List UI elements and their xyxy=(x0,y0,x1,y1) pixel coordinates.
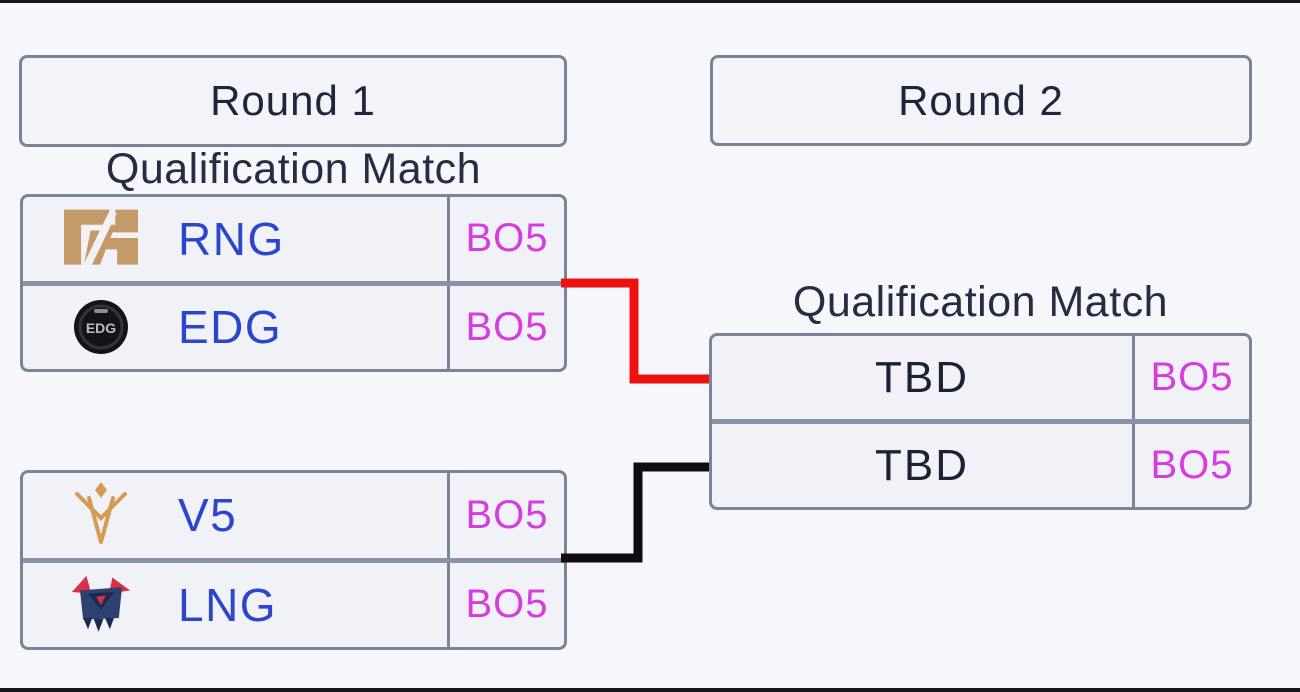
qualification-match-text: Qualification Match xyxy=(105,144,482,193)
team-row-tbd-1[interactable]: TBD BO5 xyxy=(712,336,1249,419)
edg-logo-icon: EDG xyxy=(23,297,178,357)
team-name-edg: EDG xyxy=(178,301,283,354)
match-format-badge: BO5 xyxy=(447,197,564,281)
team-row-rng[interactable]: RNG BO5 xyxy=(23,197,564,281)
qualification-match-text: Qualification Match xyxy=(792,277,1169,326)
match-format-badge: BO5 xyxy=(1132,336,1249,419)
qualification-match-label-round1: Qualification Match xyxy=(20,144,567,194)
match-format-badge: BO5 xyxy=(447,285,564,369)
match-format-badge: BO5 xyxy=(447,473,564,558)
team-name-rng: RNG xyxy=(178,212,285,265)
team-name-v5: V5 xyxy=(178,489,238,542)
round-2-title: Round 2 xyxy=(898,76,1064,124)
lng-logo-icon xyxy=(23,572,178,638)
bottom-frame-bar xyxy=(0,688,1300,692)
team-row-lng[interactable]: LNG BO5 xyxy=(23,562,564,647)
round-2-header[interactable]: Round 2 xyxy=(710,55,1252,146)
match-box-round2-tbd: TBD BO5 TBD BO5 xyxy=(709,333,1252,510)
team-name-lng: LNG xyxy=(178,578,278,631)
connector-line-winner-match1 xyxy=(561,278,709,384)
rng-logo-icon xyxy=(23,202,178,276)
top-frame-bar xyxy=(0,0,1300,3)
match-box-rng-edg: RNG BO5 EDG EDG BO5 xyxy=(20,194,567,372)
team-row-tbd-2[interactable]: TBD BO5 xyxy=(712,424,1249,507)
connector-line-winner-match2 xyxy=(561,462,709,563)
team-name-tbd: TBD xyxy=(875,440,969,490)
row-divider xyxy=(712,419,1249,424)
match-box-v5-lng: V5 BO5 LNG BO5 xyxy=(20,470,567,650)
round-1-title: Round 1 xyxy=(210,77,376,124)
team-row-edg[interactable]: EDG EDG BO5 xyxy=(23,285,564,369)
edg-logo-text: EDG xyxy=(85,320,115,336)
v5-logo-icon xyxy=(23,480,178,550)
team-row-v5[interactable]: V5 BO5 xyxy=(23,473,564,558)
match-format-badge: BO5 xyxy=(1132,424,1249,507)
match-format-badge: BO5 xyxy=(447,562,564,647)
round-1-header[interactable]: Round 1 xyxy=(19,55,567,147)
team-name-tbd: TBD xyxy=(875,352,969,402)
qualification-match-label-round2: Qualification Match xyxy=(709,276,1252,328)
row-divider xyxy=(23,280,564,286)
row-divider xyxy=(23,557,564,563)
